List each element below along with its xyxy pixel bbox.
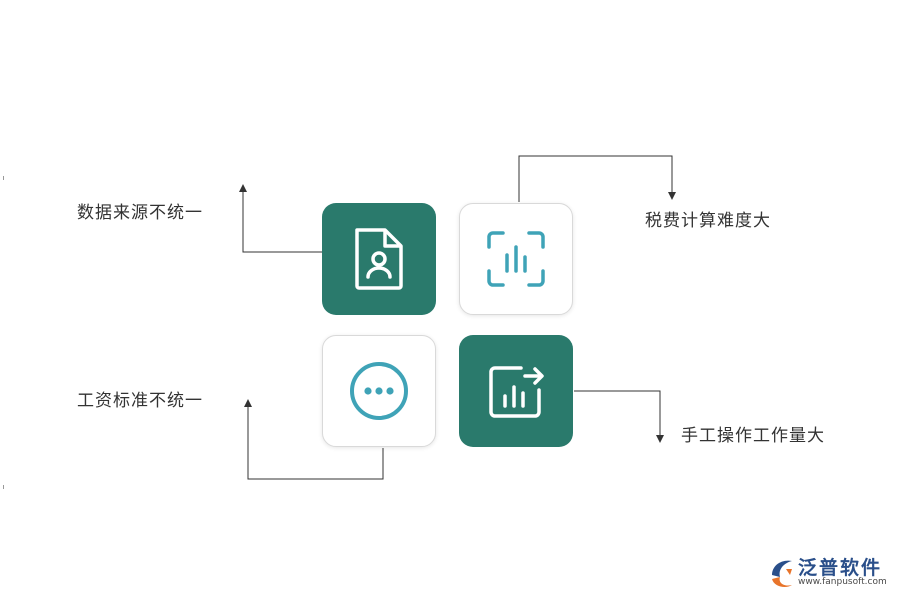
tile-top-left [322, 203, 436, 315]
connector-top-left [239, 184, 322, 253]
label-top-right: 税费计算难度大 [645, 211, 771, 231]
tile-top-right [459, 203, 573, 315]
label-bottom-right: 手工操作工作量大 [681, 426, 825, 446]
scan-bar-chart-icon [487, 231, 545, 287]
brand-logo: 泛普软件 www.fanpusoft.com [768, 553, 896, 593]
label-bottom-left: 工资标准不统一 [77, 391, 203, 411]
connector-top-right [518, 155, 676, 202]
brand-mark-icon [772, 560, 792, 587]
connector-bottom-left [244, 399, 384, 480]
label-top-left: 数据来源不统一 [77, 203, 203, 223]
more-dots-icon [350, 362, 408, 420]
connector-bottom-right [574, 390, 664, 443]
tile-bottom-left [322, 335, 436, 447]
export-bar-chart-icon [489, 366, 544, 418]
edge-mark [3, 176, 4, 180]
brand-url: www.fanpusoft.com [798, 577, 887, 587]
tile-bottom-right [459, 335, 573, 447]
document-user-icon [355, 228, 403, 290]
brand-name: 泛普软件 [798, 557, 883, 579]
edge-mark [3, 485, 4, 489]
